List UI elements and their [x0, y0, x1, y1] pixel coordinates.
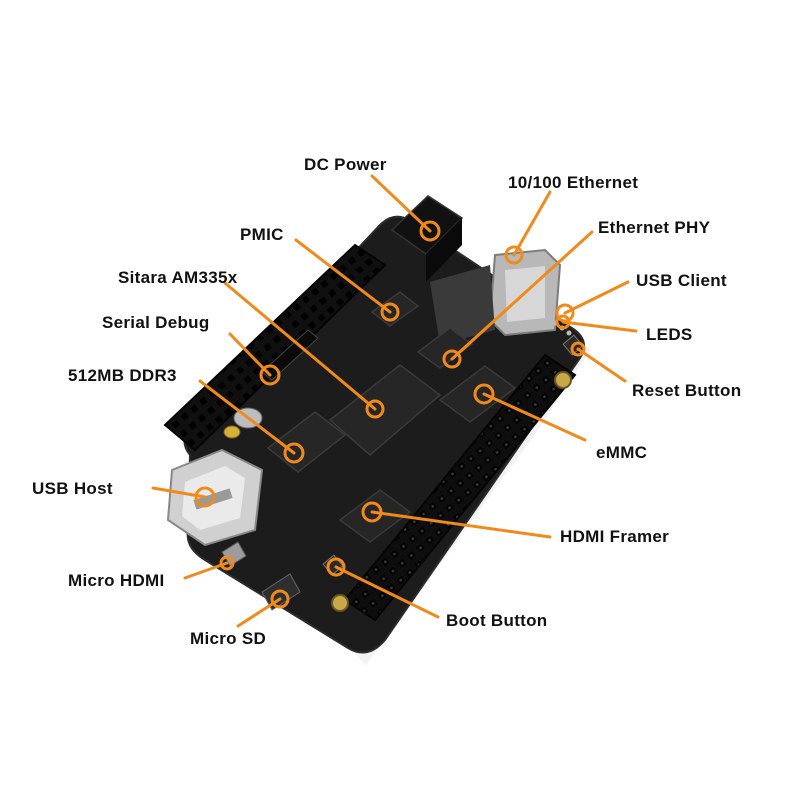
ethernet-phy-chip	[416, 327, 474, 369]
leader-ethernet-phy	[442, 230, 594, 369]
leader-ddr3	[198, 379, 305, 464]
leader-emmc	[473, 383, 587, 442]
leader-reset-button	[570, 341, 627, 383]
leader-micro-sd	[236, 589, 290, 628]
dc-jack	[390, 195, 464, 282]
label-micro-sd: Micro SD	[190, 629, 266, 648]
emmc-chip	[438, 365, 517, 423]
label-ddr3: 512MB DDR3	[68, 366, 177, 385]
beaglebone-board	[163, 195, 591, 665]
label-emmc: eMMC	[596, 443, 647, 462]
label-sitara: Sitara AM335x	[118, 268, 238, 287]
hdmi-framer-chip	[338, 489, 412, 543]
label-hdmi-framer: HDMI Framer	[560, 527, 669, 546]
leader-pmic	[294, 238, 400, 322]
leader-dc-power	[370, 174, 441, 242]
leader-lines	[151, 174, 638, 628]
mounting-hole	[331, 594, 349, 612]
label-dc-power: DC Power	[304, 155, 387, 174]
header-right	[343, 353, 577, 622]
micro-hdmi-port	[221, 541, 247, 567]
label-ethernet-phy: Ethernet PHY	[598, 218, 711, 237]
label-micro-hdmi: Micro HDMI	[68, 571, 165, 590]
label-serial-debug: Serial Debug	[102, 313, 210, 332]
leader-hdmi-framer	[361, 501, 552, 539]
label-reset-button: Reset Button	[632, 381, 741, 400]
label-usb-client: USB Client	[636, 271, 727, 290]
leader-boot-button	[326, 557, 440, 619]
sitara-chip	[328, 364, 442, 456]
header-left	[163, 243, 387, 452]
labels: DC Power 10/100 Ethernet PMIC Ethernet P…	[32, 155, 741, 648]
leader-sitara	[223, 281, 385, 419]
leader-ethernet-10-100	[504, 190, 552, 265]
leader-usb-client	[555, 280, 630, 323]
label-leds: LEDS	[646, 325, 693, 344]
label-pmic: PMIC	[240, 225, 284, 244]
mounting-hole	[554, 371, 572, 389]
label-usb-host: USB Host	[32, 479, 113, 498]
leader-serial-debug	[228, 332, 281, 386]
label-boot-button: Boot Button	[446, 611, 547, 630]
leader-usb-host	[151, 486, 216, 508]
label-ethernet-10-100: 10/100 Ethernet	[508, 173, 638, 192]
leader-leds	[555, 314, 638, 333]
leader-micro-hdmi	[183, 555, 235, 580]
